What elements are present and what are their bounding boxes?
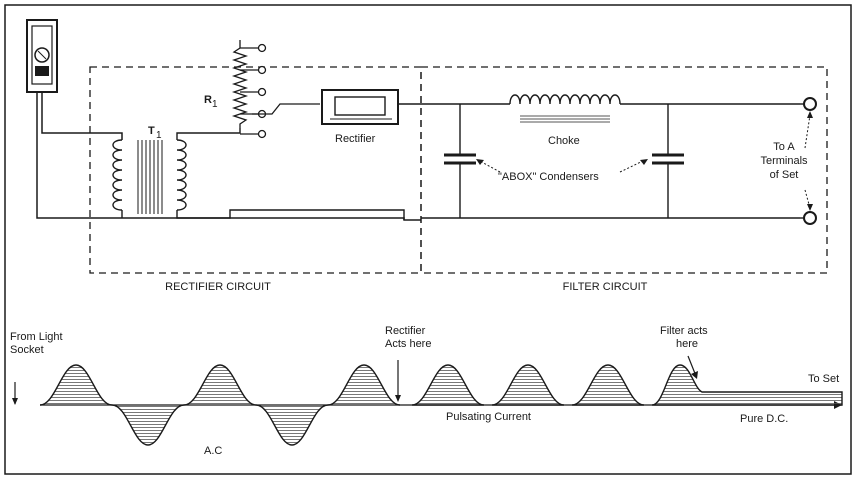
wire-plug-bottom (36, 92, 405, 220)
transformer-primary-coil (112, 139, 123, 218)
condenser-right (652, 104, 684, 218)
rectifier-circuit-box (89, 66, 422, 274)
label-pure-dc: Pure D.C. (740, 413, 788, 425)
label-r1-sub: 1 (212, 99, 218, 110)
resistor-tap-terminals (257, 43, 267, 139)
label-to-set: To Set (808, 373, 839, 385)
pulsating-waveform (411, 364, 843, 406)
arrow-to-right-condenser (619, 159, 646, 173)
filter-circuit-box (420, 66, 828, 274)
output-terminal-negative (803, 211, 817, 225)
label-t1: T (148, 125, 155, 137)
label-filter-acts-2: here (676, 338, 698, 350)
switch-arm (252, 103, 320, 115)
arrowhead-right (640, 159, 648, 165)
arrowhead-left (476, 159, 484, 165)
label-rectifier: Rectifier (335, 133, 376, 145)
label-from-light-2: Socket (10, 344, 44, 356)
wire-secondary-top (176, 128, 241, 140)
transformer-secondary-coil (176, 139, 187, 211)
choke-coil (509, 94, 621, 123)
ac-waveform (39, 364, 401, 446)
label-from-light-1: From Light (10, 331, 63, 343)
label-t1-sub: 1 (156, 130, 162, 141)
label-pulsating: Pulsating Current (446, 411, 531, 423)
label-rect-acts-1: Rectifier (385, 325, 426, 337)
arrow-to-terminal-bottom (804, 189, 811, 209)
output-terminal-positive (803, 97, 817, 111)
light-socket-plug-icon (26, 19, 58, 93)
label-to-a-2: Terminals (760, 155, 808, 167)
arrow-to-terminal-top (804, 114, 811, 149)
label-filter-circuit: FILTER CIRCUIT (563, 281, 648, 293)
label-rect-acts-2: Acts here (385, 338, 431, 350)
resistor-r1 (231, 40, 258, 135)
label-condensers: "ABOX" Condensers (498, 171, 599, 183)
label-to-a-1: To A (773, 141, 795, 153)
wire-secondary-bottom (176, 209, 421, 221)
label-filter-acts-1: Filter acts (660, 325, 708, 337)
wire-plug-top (41, 92, 123, 140)
label-r1: R (204, 94, 212, 106)
rectifier-tube-icon (321, 89, 399, 125)
label-rectifier-circuit: RECTIFIER CIRCUIT (165, 281, 271, 293)
outer-frame (4, 4, 852, 475)
label-ac: A.C (204, 445, 222, 457)
transformer-core (137, 140, 163, 214)
condenser-left (444, 104, 476, 218)
label-to-a-3: of Set (770, 169, 799, 181)
label-choke: Choke (548, 135, 580, 147)
